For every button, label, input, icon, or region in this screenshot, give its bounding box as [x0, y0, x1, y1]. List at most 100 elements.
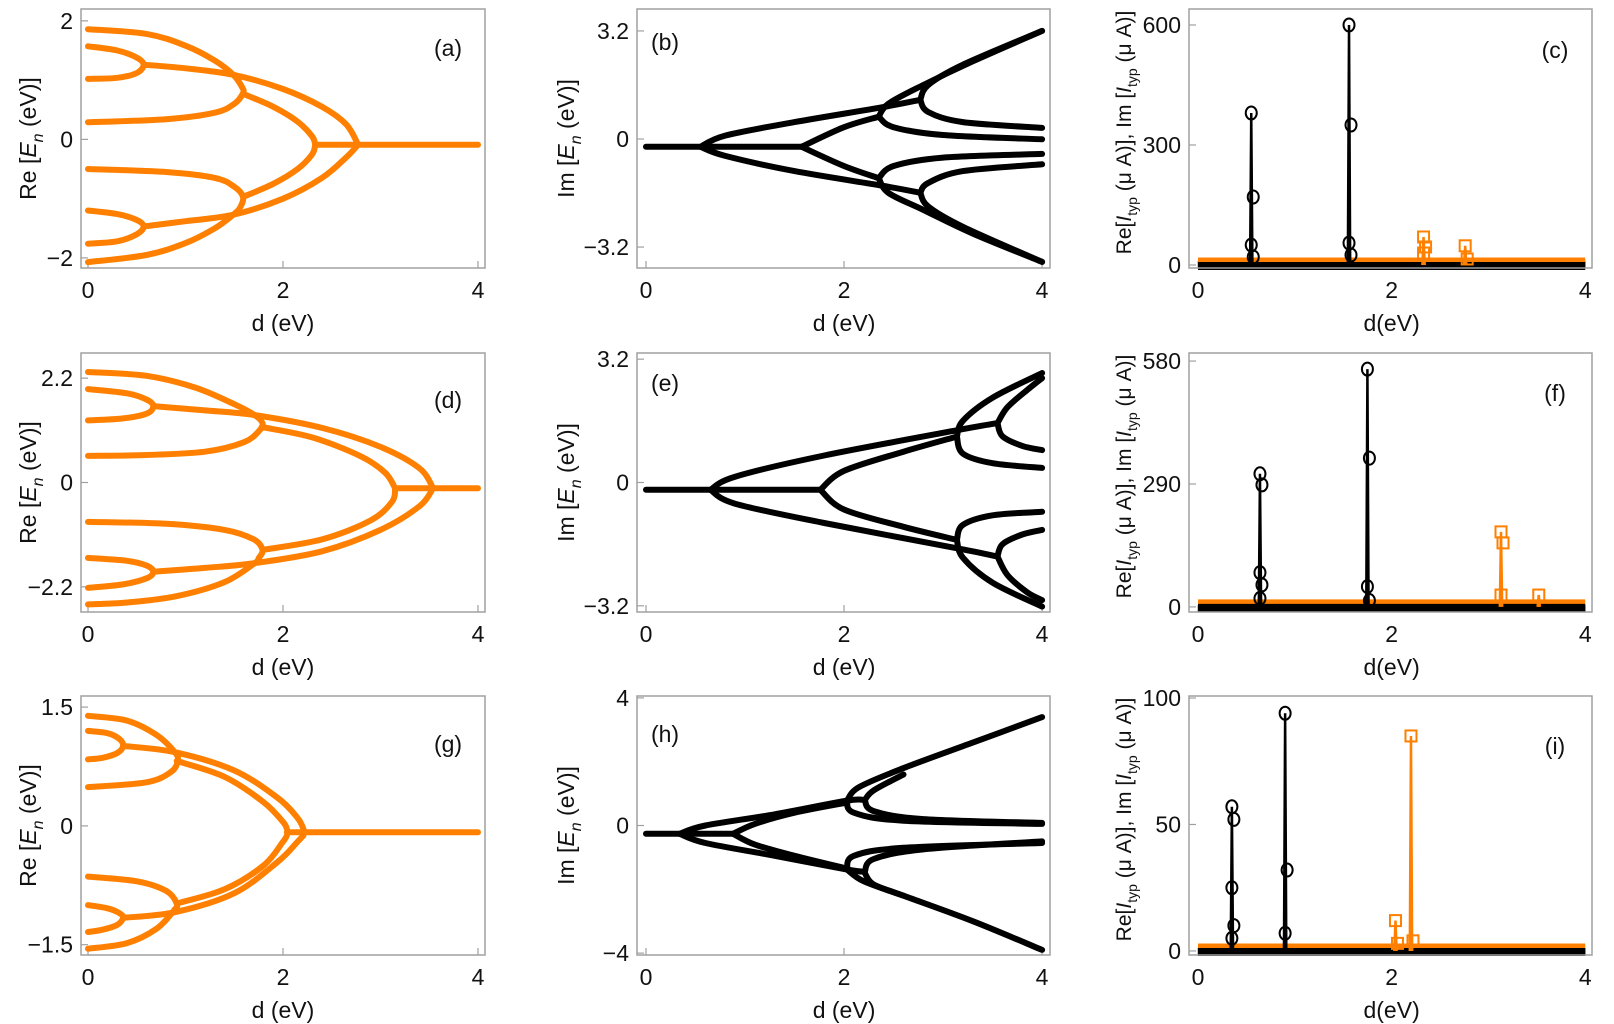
y-axis-label-part: (μ A)] — [1113, 698, 1136, 756]
panel-label: (e) — [651, 370, 679, 396]
im-current-point — [1406, 934, 1420, 948]
eigenvalue-branch — [844, 866, 1046, 953]
im-current-point — [1460, 252, 1474, 266]
y-axis-label-part: Re[ — [1113, 221, 1136, 254]
x-tick-label: 4 — [1579, 277, 1592, 303]
im-current-peak-line — [1498, 531, 1504, 607]
y-axis-label-subscript: typ — [1124, 884, 1140, 903]
eigenvalue-branch — [697, 96, 924, 150]
re-current-point — [1360, 361, 1374, 377]
x-axis-label: d (eV) — [813, 310, 876, 336]
x-tick-label: 2 — [277, 964, 290, 990]
im-current-peak-line — [1421, 236, 1426, 266]
y-axis-label-part: I — [1113, 560, 1136, 566]
y-axis-label-subscript: typ — [1124, 412, 1140, 431]
eigenvalue-branch — [953, 508, 1046, 543]
y-axis-label-part: Im [ — [553, 503, 579, 542]
re-current-point — [1344, 117, 1358, 133]
eigenvalue-branch — [85, 712, 182, 791]
x-tick-label: 4 — [472, 964, 485, 990]
x-tick-label: 0 — [82, 277, 95, 303]
y-tick-label: 0 — [60, 126, 73, 152]
eigenvalue-branch — [817, 486, 960, 543]
y-axis-label-part: (μ A)], Im [ — [1113, 93, 1136, 197]
y-tick-label: 4 — [616, 685, 629, 711]
plot-frame — [636, 8, 1051, 269]
y-tick-label: −1.5 — [28, 932, 73, 958]
y-tick-label: 580 — [1143, 348, 1181, 374]
series-curves — [85, 369, 481, 608]
y-axis-label-subscript: n — [30, 133, 47, 142]
y-tick-label: 0 — [1168, 594, 1181, 620]
eigenvalue-branch — [875, 175, 1046, 265]
y-axis-label-part: (eV)] — [553, 766, 579, 822]
re-current-point — [1225, 880, 1239, 896]
re-current-point — [1280, 862, 1294, 878]
plot-frame — [636, 352, 1051, 613]
eigenvalue-branch — [953, 536, 1046, 610]
re-current-point — [1246, 249, 1260, 265]
x-axis-label: d(eV) — [1363, 654, 1419, 680]
eigenvalue-branch — [875, 150, 1046, 182]
x-tick-label: 4 — [1579, 621, 1592, 647]
eigenvalue-branch — [707, 420, 1001, 493]
y-tick-label: 1.5 — [41, 694, 73, 720]
im-current-point — [1417, 246, 1431, 260]
plot-frame — [80, 695, 486, 956]
re-current-point — [1255, 477, 1269, 493]
y-axis-label: Im [En (eV)] — [553, 79, 585, 198]
y-axis-label-part: (μ A)], Im [ — [1113, 780, 1136, 884]
eigenvalue-branch — [85, 43, 147, 82]
eigenvalue-branch — [85, 26, 247, 126]
y-tick-label: 0 — [1168, 252, 1181, 278]
y-axis-label: Re [En (eV)] — [15, 764, 47, 887]
series-curves — [643, 27, 1046, 265]
y-tick-label: 2 — [60, 8, 73, 34]
x-tick-label: 2 — [1385, 621, 1398, 647]
re-current-point — [1344, 247, 1358, 263]
x-tick-label: 0 — [640, 277, 653, 303]
eigenvalue-branch — [676, 796, 868, 837]
x-tick-label: 4 — [472, 277, 485, 303]
im-current-point — [1388, 914, 1402, 928]
im-current-peak-line — [1536, 594, 1542, 608]
re-current-peak-line — [1248, 112, 1254, 266]
eigenvalue-branch — [85, 369, 266, 459]
y-axis-label-part: E — [15, 829, 41, 845]
x-axis-label: d(eV) — [1363, 997, 1419, 1023]
y-tick-label: 0 — [60, 813, 73, 839]
eigenvalue-branch — [917, 161, 1046, 196]
y-axis-label: Re [En (eV)] — [15, 77, 47, 200]
y-tick-label: 100 — [1143, 685, 1181, 711]
y-axis-label: Im [En (eV)] — [553, 423, 585, 542]
y-axis-label-subscript: typ — [1124, 68, 1140, 87]
eigenvalue-branch — [259, 485, 399, 553]
y-tick-label: −3.2 — [584, 234, 629, 260]
re-current-point — [1253, 590, 1267, 606]
im-current-point — [1458, 239, 1472, 253]
y-axis-label-part: E — [553, 831, 579, 847]
im-current-point — [1532, 588, 1546, 602]
panel-label: (a) — [434, 35, 462, 61]
eigenvalue-branch — [173, 757, 290, 833]
x-tick-label: 2 — [277, 277, 290, 303]
panel-label: (i) — [1545, 733, 1565, 759]
y-axis-label-part: Re[ — [1113, 908, 1136, 941]
im-current-peak-line — [1408, 735, 1414, 951]
y-axis-label: Im [En (eV)] — [553, 766, 585, 885]
x-tick-label: 0 — [1192, 621, 1205, 647]
y-tick-label: 3.2 — [597, 18, 629, 44]
x-tick-label: 4 — [1579, 964, 1592, 990]
re-current-point — [1246, 189, 1260, 205]
eigenvalue-branch — [240, 141, 319, 200]
eigenvalue-branch — [85, 518, 266, 608]
re-current-point — [1362, 450, 1376, 466]
y-axis-label-part: (eV)] — [553, 423, 579, 479]
re-current-peak-line — [1229, 806, 1235, 951]
eigenvalue-branch — [85, 554, 157, 591]
y-axis-label-part: E — [15, 486, 41, 502]
im-current-point — [1404, 729, 1418, 743]
series-curves — [643, 714, 1046, 953]
x-tick-label: 0 — [1192, 277, 1205, 303]
